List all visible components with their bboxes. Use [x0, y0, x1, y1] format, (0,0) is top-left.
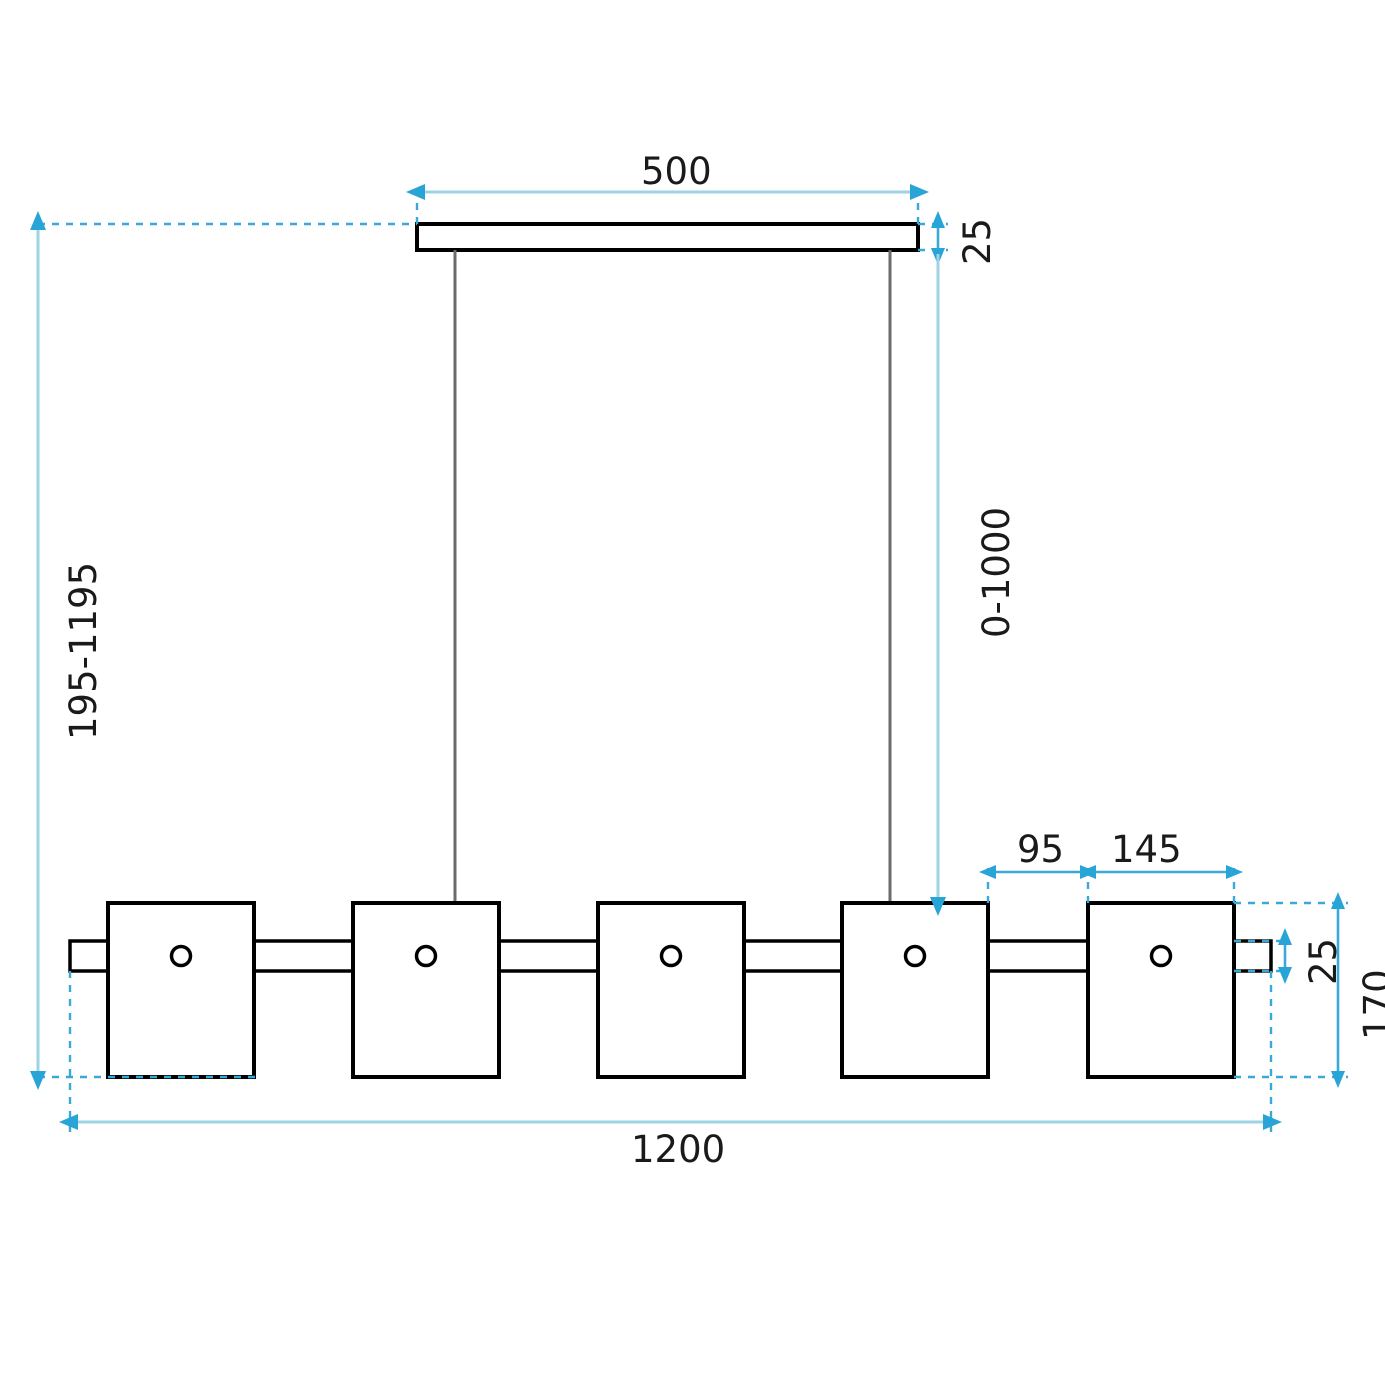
- dimension-label-suspension-drop: 0-1000: [975, 506, 1018, 638]
- dimension-label-shade-width: 145: [1111, 828, 1182, 871]
- dimension-label-canopy-length: 500: [641, 150, 712, 193]
- dimension-label-stub-height: 25: [1302, 937, 1345, 985]
- dimension-total-length: [59, 971, 1282, 1132]
- dimension-label-canopy-height: 25: [956, 217, 999, 265]
- dimension-label-total-height: 195-1195: [62, 561, 105, 740]
- dimension-gap-between-shades: [979, 865, 1097, 903]
- dimension-label-total-length: 1200: [631, 1128, 726, 1171]
- cube-shade: [106, 901, 1236, 1079]
- dimension-shade-width: [1079, 865, 1243, 903]
- dimension-shade-height: [1234, 892, 1348, 1088]
- suspension-rod: [453, 250, 892, 903]
- bulb-opening: [169, 944, 1173, 968]
- dimension-canopy-length: [406, 184, 929, 224]
- dimension-total-height: [30, 211, 417, 1090]
- ceiling-canopy-bar: [415, 222, 920, 252]
- dimension-label-gap-between-shades: 95: [1017, 828, 1065, 871]
- dimension-stub-height: [1234, 928, 1292, 984]
- dimension-canopy-height: [918, 211, 948, 265]
- dimension-label-shade-height: 170: [1356, 969, 1385, 1040]
